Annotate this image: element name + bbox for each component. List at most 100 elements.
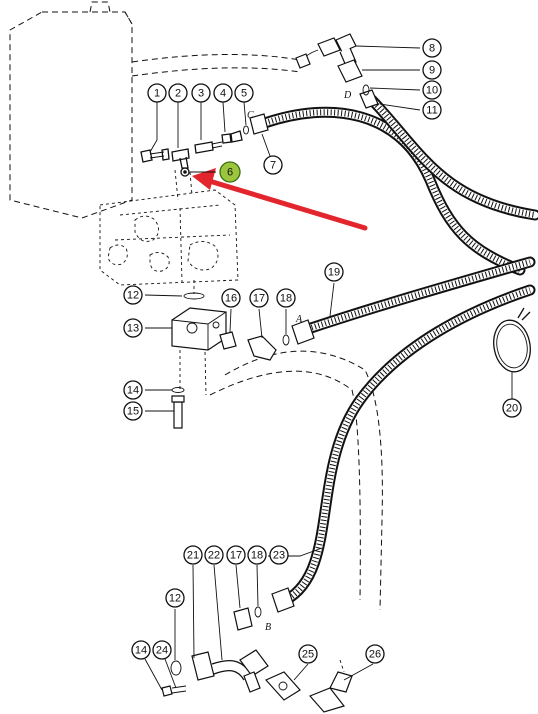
callout-26: 26	[365, 644, 385, 664]
callout-circle	[152, 640, 172, 660]
callout-22: 22	[204, 545, 224, 565]
callout-14: 14	[131, 640, 151, 660]
manifold-block-13	[171, 280, 290, 396]
callout-circle	[123, 380, 143, 400]
callout-8: 8	[422, 38, 442, 58]
fittings-8-9-10	[295, 33, 370, 96]
callout-21: 21	[183, 545, 203, 565]
callout-circle	[422, 100, 442, 120]
callout-label: 12	[127, 290, 139, 302]
callout-circle	[168, 83, 188, 103]
callout-label: 2	[175, 88, 181, 100]
callout-12: 12	[123, 285, 143, 305]
callout-10: 10	[422, 80, 442, 100]
callout-label: 8	[429, 43, 435, 55]
callout-24: 24	[152, 640, 172, 660]
callout-circle	[502, 398, 522, 418]
callout-label: 19	[328, 267, 340, 279]
callout-label: 1	[154, 88, 160, 100]
callout-circle	[219, 161, 241, 183]
callout-label: 23	[273, 550, 285, 562]
connection-letter-b: B	[265, 622, 271, 633]
callout-label: 10	[426, 85, 438, 97]
callout-circle	[422, 60, 442, 80]
hose-11	[359, 89, 538, 221]
callout-17: 17	[226, 545, 246, 565]
callout-1: 1	[147, 83, 167, 103]
callout-circle	[298, 644, 318, 664]
callout-label: 11	[426, 105, 437, 117]
callout-20: 20	[502, 398, 522, 418]
callout-label: 25	[302, 649, 314, 661]
callout-label: 12	[169, 593, 181, 605]
bottom-fittings	[161, 606, 353, 713]
callout-circle	[247, 545, 267, 565]
callout-label: 4	[220, 88, 226, 100]
callout-13: 13	[123, 318, 143, 338]
callout-2: 2	[168, 83, 188, 103]
callout-9: 9	[422, 60, 442, 80]
callout-18: 18	[247, 545, 267, 565]
callout-circle	[276, 288, 296, 308]
top-fittings-cluster	[140, 125, 249, 177]
callout-circle	[221, 288, 241, 308]
callout-circle	[213, 83, 233, 103]
callout-label: 14	[127, 385, 139, 397]
callout-circle	[183, 545, 203, 565]
callout-circle	[147, 83, 167, 103]
callout-5: 5	[234, 83, 254, 103]
control-valve-block	[99, 169, 239, 286]
bolt-15	[171, 387, 185, 429]
callout-circle	[324, 262, 344, 282]
callout-4: 4	[213, 83, 233, 103]
callout-16: 16	[221, 288, 241, 308]
callout-label: 18	[251, 550, 263, 562]
callout-18: 18	[276, 288, 296, 308]
hose-23	[271, 284, 536, 613]
pointer-arrow	[192, 168, 368, 231]
callout-label: 14	[135, 645, 147, 657]
callout-circle	[123, 401, 143, 421]
callout-label: 6	[227, 167, 233, 179]
callout-circle	[226, 545, 246, 565]
dashed-return-lines	[131, 53, 383, 611]
leader-lines	[144, 45, 513, 691]
callout-23: 23	[269, 545, 289, 565]
callout-label: 17	[253, 293, 265, 305]
callout-label: 17	[230, 550, 242, 562]
hose-7	[249, 106, 526, 276]
callout-label: 24	[156, 645, 168, 657]
callout-19: 19	[324, 262, 344, 282]
callout-circle	[131, 640, 151, 660]
callout-circle	[422, 38, 442, 58]
callout-label: 9	[429, 65, 435, 77]
callout-3: 3	[191, 83, 211, 103]
callout-circle	[165, 588, 185, 608]
hose-clamp-20	[493, 307, 531, 373]
callout-label: 20	[506, 403, 518, 415]
callout-circle	[123, 285, 143, 305]
callout-label: 15	[127, 406, 139, 418]
callout-label: 26	[369, 649, 381, 661]
callout-label: 7	[270, 160, 276, 172]
callout-11: 11	[422, 100, 442, 120]
callout-7: 7	[263, 155, 283, 175]
callout-label: 18	[280, 293, 292, 305]
callout-label: 5	[241, 88, 247, 100]
callout-circle	[204, 545, 224, 565]
callout-circle	[123, 318, 143, 338]
connection-letter-c: C	[247, 110, 254, 121]
hose-19	[291, 256, 536, 345]
callout-6: 6	[219, 161, 241, 183]
callout-circle	[365, 644, 385, 664]
callout-label: 13	[127, 323, 139, 335]
callout-circle	[249, 288, 269, 308]
callout-circle	[269, 545, 289, 565]
callout-label: 22	[208, 550, 220, 562]
callout-circle	[234, 83, 254, 103]
callout-label: 21	[187, 550, 199, 562]
callout-17: 17	[249, 288, 269, 308]
